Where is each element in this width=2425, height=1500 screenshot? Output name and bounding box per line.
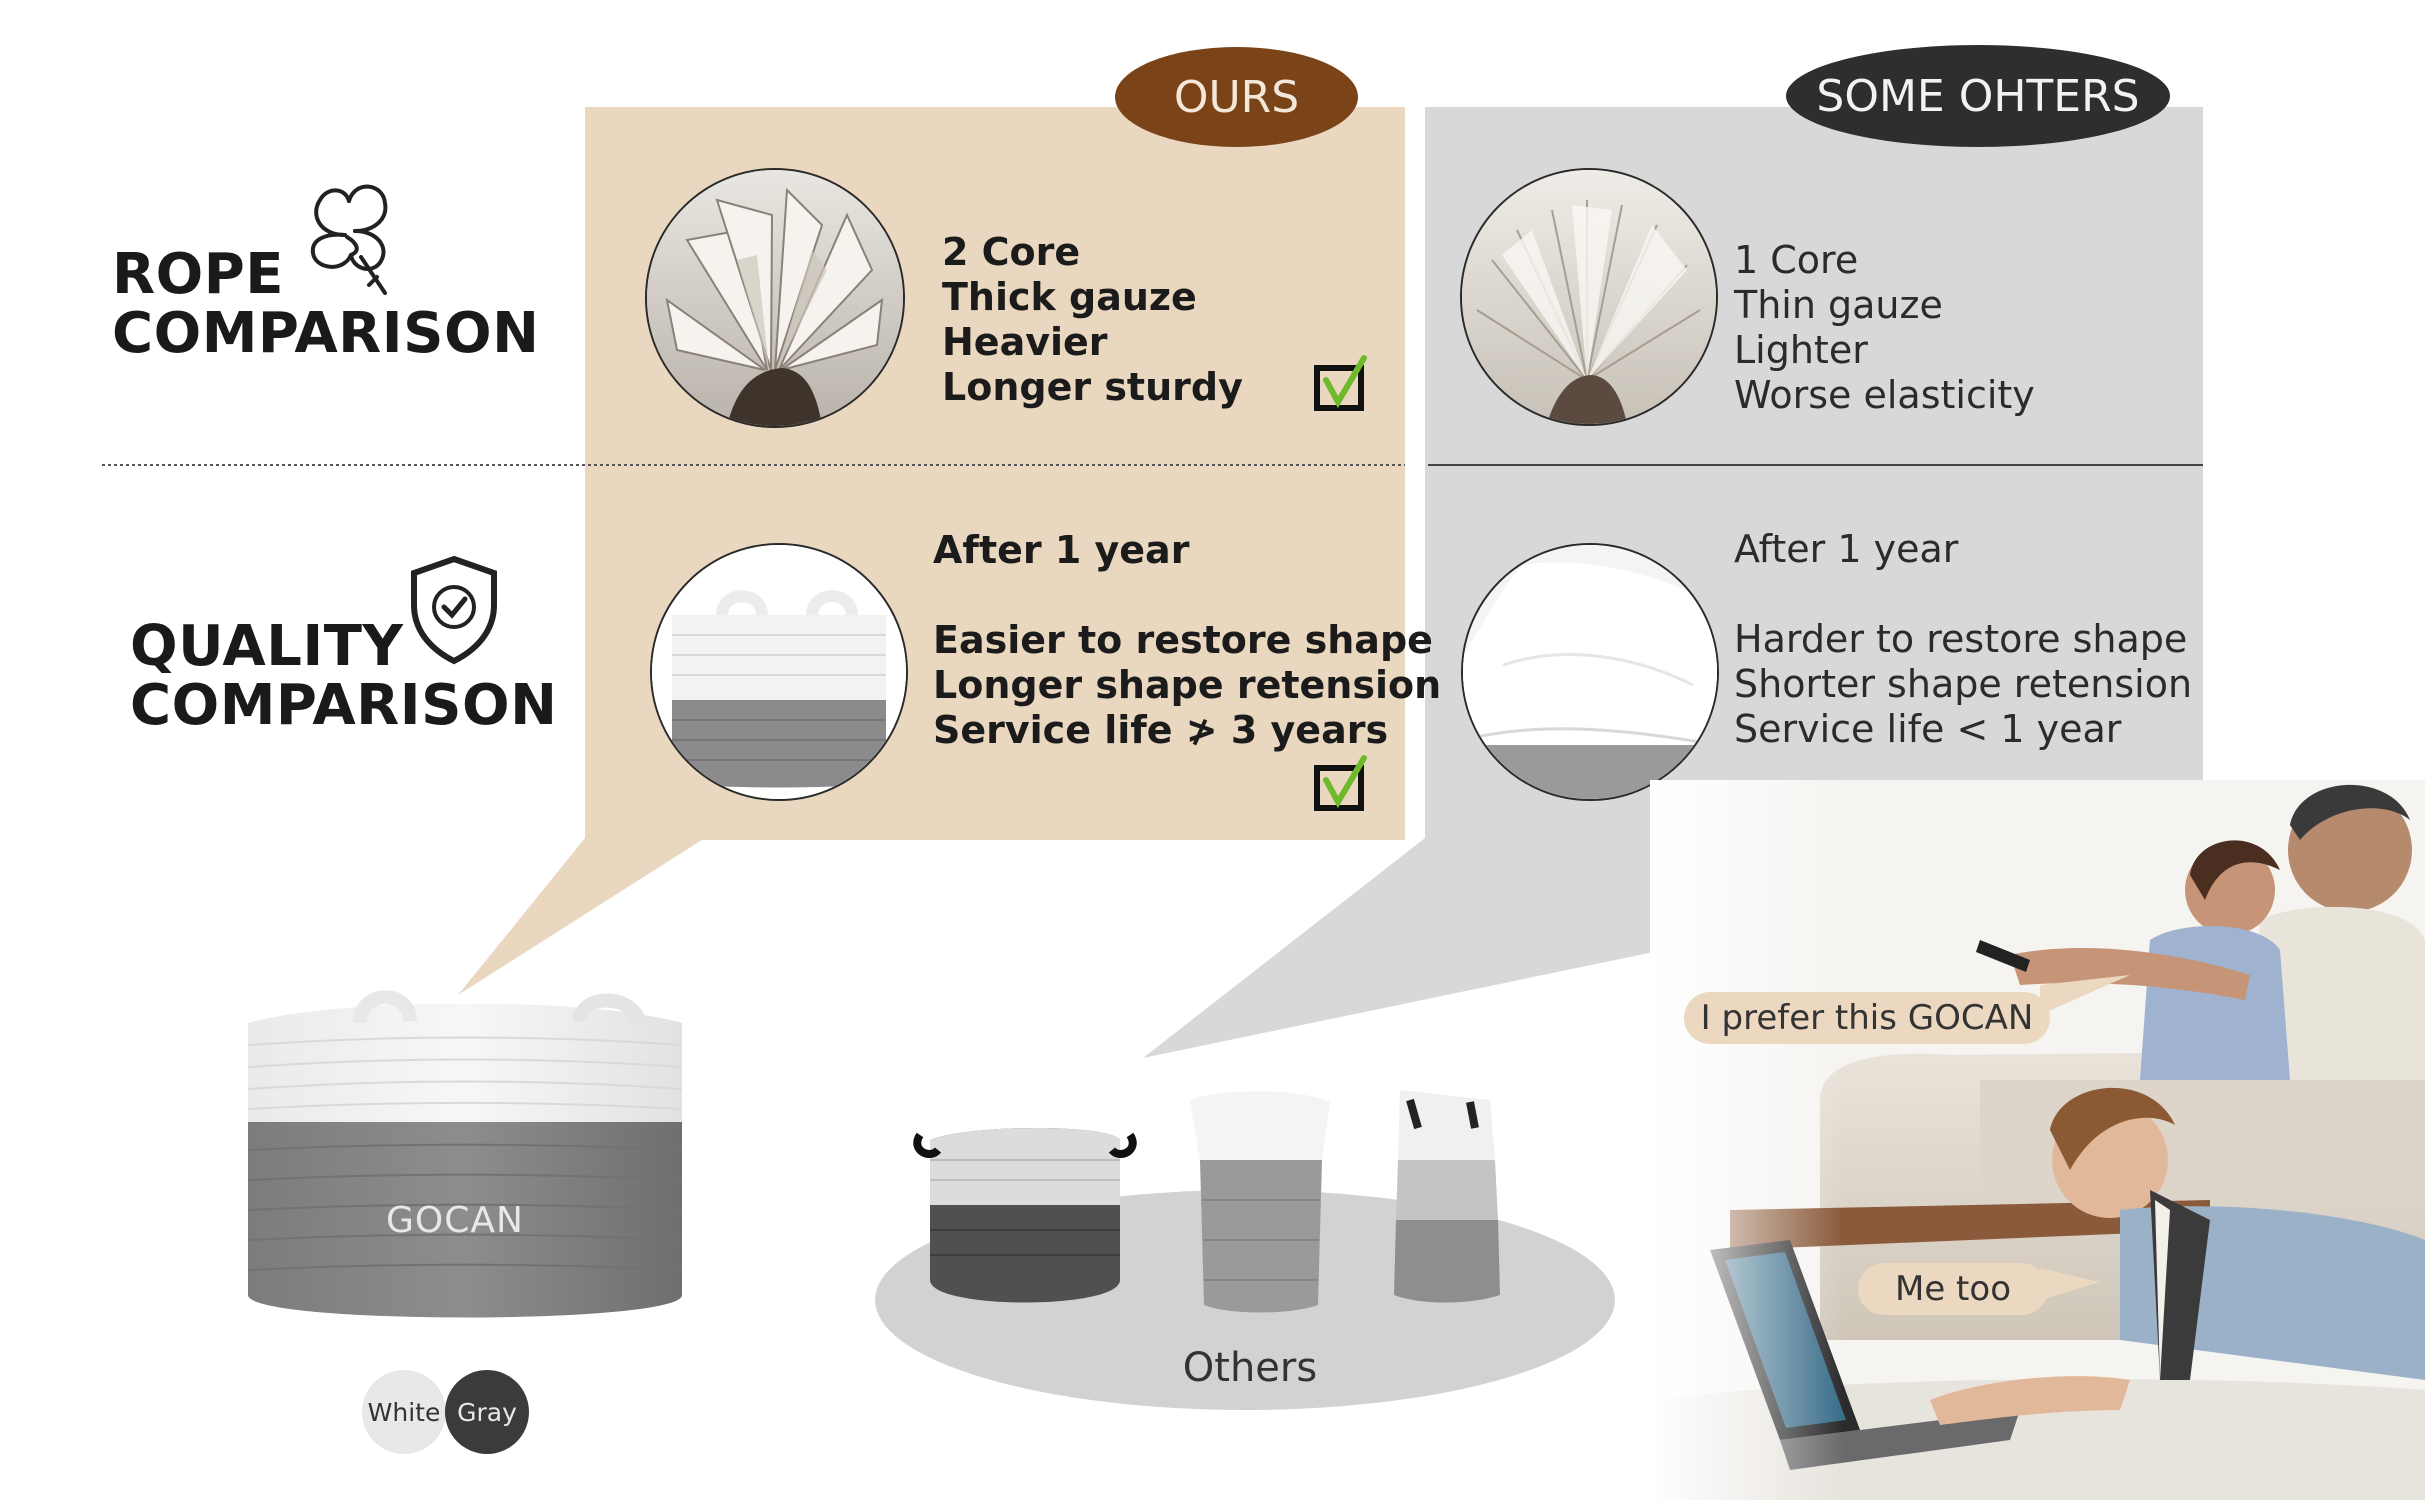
others-quality-spec: Shorter shape retension [1734,662,2193,706]
cotton-flower-icon [310,184,388,295]
ours-rope-spec: Heavier [942,320,1108,364]
speech-bubble-me-too: Me too [1858,1263,2048,1315]
ours-rope-specs: 2 Core Thick gauze Heavier Longer sturdy [942,230,1243,410]
speech-bubble-prefer: I prefer this GOCAN [1684,992,2050,1044]
others-quality-specs: After 1 year Harder to restore shape Sho… [1734,527,2192,752]
others-platform-label: Others [1182,1345,1318,1391]
rope-title-line1: ROPE [112,242,285,307]
others-rope-spec: Thin gauze [1734,283,1943,327]
swatch-white-label: White [367,1397,441,1427]
others-rope-spec: 1 Core [1734,238,1859,282]
others-rope-specs: 1 Core Thin gauze Lighter Worse elastici… [1734,238,2035,418]
others-quality-heading: After 1 year [1734,527,1959,571]
swatch-gray-label: Gray [457,1397,517,1427]
ours-quality-spec: Service life ≯ 3 years [933,708,1389,752]
others-rope-photo [1460,168,1718,426]
rope-comparison-title: ROPE COMPARISON [112,242,540,366]
ours-quality-spec: Easier to restore shape [933,618,1433,662]
others-rope-spec: Worse elasticity [1734,373,2035,417]
others-quality-spec: Service life < 1 year [1734,707,2122,751]
ours-callout-wedge [458,838,705,995]
speech-bubble-prefer-tail [2040,975,2130,1015]
others-label: SOME OHTERS [1816,70,2140,122]
others-baskets-image [913,1090,1500,1313]
others-rope-spec: Lighter [1734,328,1868,372]
speech-bubble-me-too-text: Me too [1895,1269,2011,1309]
ours-quality-spec: Longer shape retension [933,663,1442,707]
lifestyle-scene-image [1650,780,2425,1500]
ours-quality-specs: After 1 year Easier to restore shape Lon… [933,528,1441,753]
gocan-brand-label: GOCAN [386,1200,524,1241]
ours-label: OURS [1173,71,1300,123]
speech-bubble-me-too-tail [2040,1268,2100,1300]
ours-label-pill: OURS [1115,47,1358,147]
speech-bubble-prefer-text: I prefer this GOCAN [1700,998,2034,1038]
others-label-pill: SOME OHTERS [1786,45,2170,147]
green-check-icon [1314,755,1367,811]
ours-quality-heading: After 1 year [933,528,1190,572]
ours-rope-spec: 2 Core [942,230,1081,274]
swatch-gray: Gray [445,1370,529,1454]
other-basket-tall [1190,1091,1330,1313]
ours-basket-after-photo [650,543,908,801]
shield-check-icon [411,555,497,665]
quality-title-line2: COMPARISON [130,672,558,738]
green-check-icon [1314,355,1367,411]
ours-rope-spec: Thick gauze [942,275,1197,319]
swatch-white: White [362,1370,446,1454]
quality-comparison-title: QUALITY COMPARISON [130,614,558,738]
gocan-basket-image [247,990,683,1318]
ours-rope-photo [645,168,905,428]
ours-rope-spec: Longer sturdy [942,365,1243,409]
rope-title-line2: COMPARISON [112,300,540,366]
others-quality-spec: Harder to restore shape [1734,617,2188,661]
others-basket-after-photo [1461,543,1719,801]
other-basket-round [913,1128,1137,1303]
other-basket-square [1394,1090,1500,1303]
quality-title-line1: QUALITY [130,614,404,679]
